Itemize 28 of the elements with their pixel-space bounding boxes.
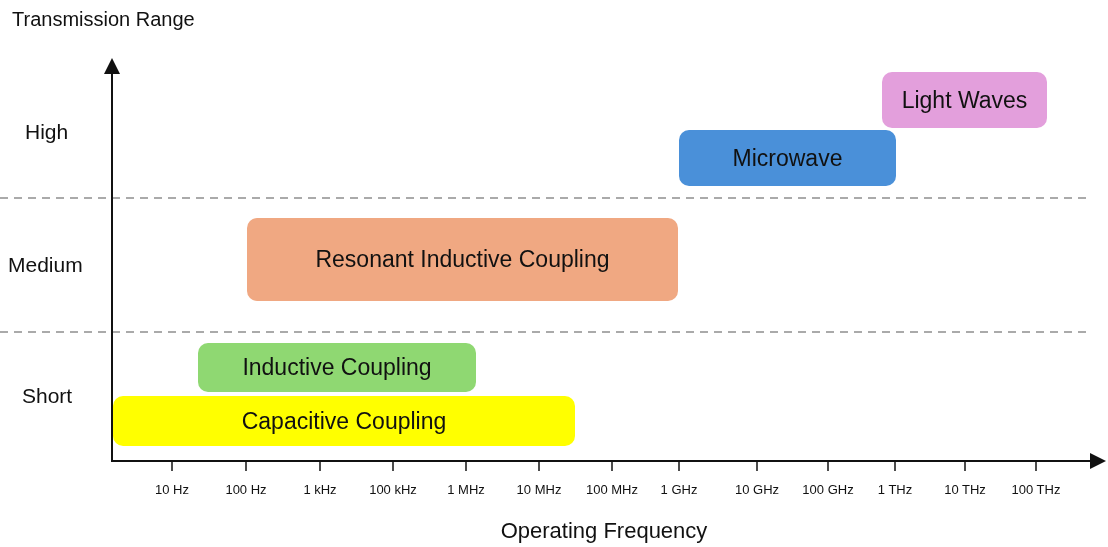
range-bar [113, 396, 575, 446]
axis-title: Transmission Range [12, 8, 195, 31]
range-bar [198, 343, 476, 392]
tick-label: 1 GHz [660, 482, 698, 497]
range-level: Short [22, 384, 73, 408]
bar-label: Resonant Inductive Coupling [315, 246, 610, 273]
tick-label: 100 THz [1011, 482, 1061, 497]
tick-label: 1 kHz [303, 482, 337, 497]
tick-label: 100 GHz [802, 482, 854, 497]
range-bar [247, 218, 678, 301]
axis-title: Operating Frequency [500, 518, 708, 544]
bar-label: Microwave [732, 144, 843, 172]
bar-label: Capacitive Coupling [241, 407, 447, 435]
bar-label: Light Waves [901, 86, 1028, 114]
range-level: High [25, 120, 69, 144]
tick-label: 100 Hz [225, 482, 267, 497]
bar-label: Inductive Coupling [242, 354, 432, 381]
tick-label: 10 Hz [155, 482, 189, 497]
tick-label: 10 MHz [516, 482, 562, 497]
tick-label: 10 THz [944, 482, 986, 497]
tick-label: 100 kHz [369, 482, 417, 497]
range-level: Medium [8, 253, 83, 277]
tick-label: 1 THz [877, 482, 913, 497]
tick-label: 1 MHz [447, 482, 485, 497]
range-bar [882, 72, 1047, 128]
range-bar [679, 130, 896, 186]
tick-label: 100 MHz [586, 482, 638, 497]
tick-label: 10 GHz [734, 482, 780, 497]
